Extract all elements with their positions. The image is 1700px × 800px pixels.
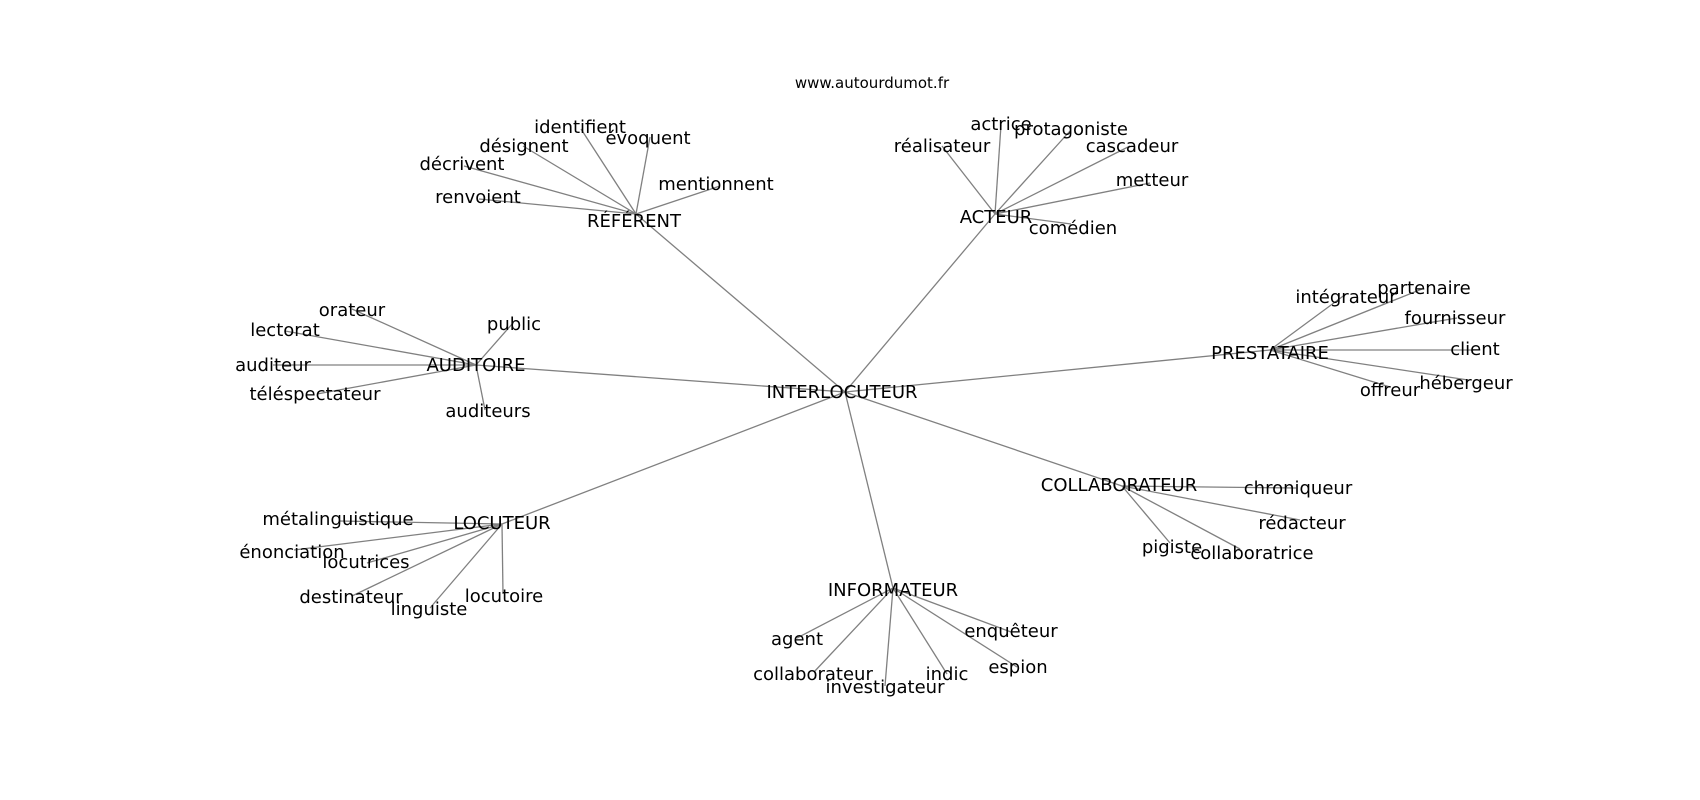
word-label-metalinguistique: métalinguistique	[262, 509, 413, 530]
edge-informateur-investigateur	[884, 587, 894, 687]
word-label-linguiste: linguiste	[391, 599, 468, 620]
edge-center-locuteur	[501, 391, 846, 525]
node-label-acteur: ACTEUR	[960, 207, 1033, 228]
edge-auditoire-public	[475, 322, 514, 366]
edge-referent-renvoient	[478, 198, 637, 215]
edge-collaborateur-collaboratrice	[1121, 485, 1241, 550]
edge-auditoire-telespectateur	[316, 364, 477, 395]
word-label-pigiste: pigiste	[1142, 537, 1202, 558]
edge-acteur-comedien	[994, 213, 1072, 225]
word-label-auditeurs: auditeurs	[445, 401, 530, 422]
word-label-comedien: comédien	[1029, 218, 1117, 239]
word-label-auditeur: auditeur	[235, 355, 311, 376]
word-label-actrice: actrice	[970, 114, 1031, 135]
word-label-realisateur: réalisateur	[894, 136, 991, 157]
edge-informateur-agent	[796, 587, 894, 639]
edge-center-acteur	[844, 213, 996, 393]
word-label-cascadeur: cascadeur	[1086, 136, 1179, 157]
word-label-lectorat: lectorat	[250, 320, 320, 341]
center-node-label: INTERLOCUTEUR	[767, 382, 918, 403]
word-label-locutrices: locutrices	[322, 552, 409, 573]
word-label-enonciation: énonciation	[239, 542, 344, 563]
edge-acteur-realisateur	[941, 145, 996, 215]
node-label-prestataire: PRESTATAIRE	[1211, 343, 1329, 364]
edge-auditoire-lectorat	[284, 330, 477, 366]
edge-auditoire-auditeurs	[475, 364, 486, 411]
node-label-locuteur: LOCUTEUR	[453, 513, 550, 534]
edge-referent-evoquent	[635, 136, 651, 215]
edge-collaborateur-pigiste	[1121, 485, 1171, 544]
edge-prestataire-hebergeur	[1269, 349, 1469, 381]
word-label-destinateur: destinateur	[299, 587, 403, 608]
source-site-label: www.autourdumot.fr	[795, 74, 950, 92]
edge-locuteur-enonciation	[293, 523, 503, 551]
word-label-agent: agent	[771, 629, 823, 650]
word-label-identifient: identifient	[534, 117, 626, 138]
word-label-designent: désignent	[479, 136, 568, 157]
edge-collaborateur-chroniqueur	[1121, 485, 1297, 489]
word-label-redacteur: rédacteur	[1258, 513, 1346, 534]
node-label-referent: RÉFÉRENT	[587, 210, 682, 232]
word-label-partenaire: partenaire	[1377, 278, 1471, 299]
word-label-client: client	[1450, 339, 1499, 360]
node-label-informateur: INFORMATEUR	[828, 580, 958, 601]
edge-center-prestataire	[844, 349, 1271, 393]
edge-auditoire-orateur	[351, 308, 477, 366]
word-label-renvoient: renvoient	[435, 187, 521, 208]
word-label-metteur: metteur	[1116, 170, 1189, 191]
edge-center-collaborateur	[844, 391, 1123, 487]
edge-acteur-protagoniste	[994, 130, 1071, 215]
word-label-orateur: orateur	[319, 300, 386, 321]
edge-locuteur-locutrices	[366, 523, 503, 564]
edge-prestataire-integrateur	[1269, 293, 1347, 351]
edge-informateur-enqueteur	[892, 587, 1012, 633]
word-label-integrateur: intégrateur	[1295, 287, 1397, 308]
word-label-evoquent: évoquent	[605, 128, 690, 149]
edge-acteur-metteur	[994, 182, 1151, 215]
edge-locuteur-locutoire	[501, 523, 504, 595]
word-label-chroniqueur: chroniqueur	[1244, 478, 1353, 499]
edge-informateur-espion	[892, 587, 1018, 668]
word-label-collaboratrice: collaboratrice	[1190, 543, 1313, 564]
edge-prestataire-offreur	[1269, 349, 1391, 388]
edge-referent-designent	[522, 145, 637, 215]
edge-acteur-cascadeur	[994, 145, 1131, 215]
word-label-espion: espion	[988, 657, 1047, 678]
edge-center-informateur	[844, 391, 894, 589]
edge-center-auditoire	[475, 364, 846, 393]
node-label-auditoire: AUDITOIRE	[426, 355, 525, 376]
node-label-collaborateur: COLLABORATEUR	[1041, 475, 1197, 496]
word-label-telespectateur: téléspectateur	[249, 384, 381, 405]
word-label-public: public	[487, 314, 541, 335]
edge-locuteur-destinateur	[351, 523, 503, 597]
edge-collaborateur-redacteur	[1121, 485, 1301, 521]
network-edges	[273, 124, 1474, 687]
edge-prestataire-fournisseur	[1269, 317, 1458, 351]
word-label-locutoire: locutoire	[465, 586, 543, 607]
edge-referent-mentionnent	[635, 185, 721, 215]
edge-center-referent	[635, 213, 846, 393]
word-label-indic: indic	[926, 664, 969, 685]
edge-locuteur-linguiste	[429, 523, 503, 609]
word-label-decrivent: décrivent	[420, 154, 505, 175]
edge-locuteur-metalinguistique	[338, 520, 503, 525]
word-label-investigateur: investigateur	[826, 677, 946, 698]
edge-referent-identifient	[580, 128, 637, 215]
word-label-collaborateur: collaborateur	[753, 664, 873, 685]
edge-referent-decrivent	[463, 165, 637, 215]
word-label-mentionnent: mentionnent	[658, 174, 773, 195]
edge-informateur-collaborateur	[813, 587, 894, 673]
word-label-offreur: offreur	[1360, 380, 1421, 401]
edge-prestataire-partenaire	[1269, 288, 1423, 351]
word-label-fournisseur: fournisseur	[1405, 308, 1506, 329]
word-label-protagoniste: protagoniste	[1014, 119, 1128, 140]
edge-informateur-indic	[892, 587, 948, 675]
word-label-enqueteur: enquêteur	[964, 621, 1058, 642]
edge-acteur-actrice	[994, 124, 1002, 215]
word-label-hebergeur: hébergeur	[1419, 373, 1513, 394]
